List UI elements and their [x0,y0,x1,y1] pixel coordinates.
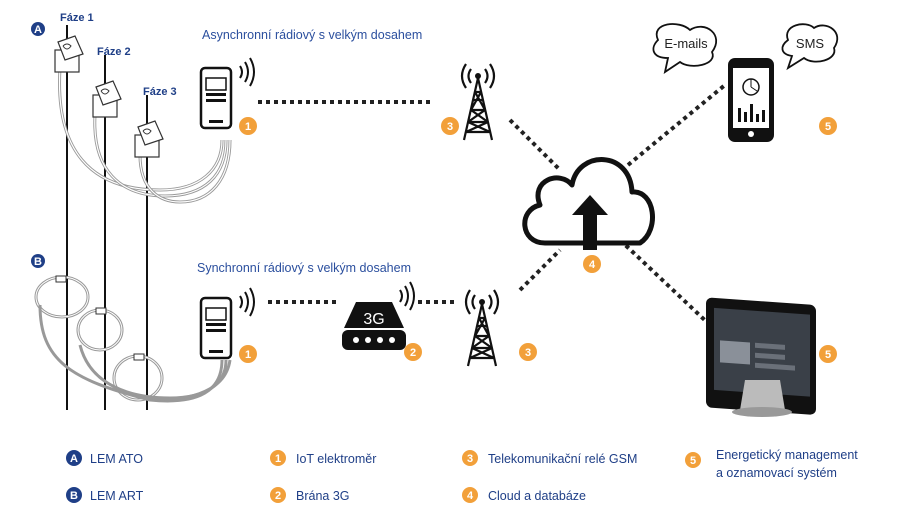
badge-a-top [31,22,45,36]
legend-badge-a [66,450,82,466]
legend-badge-2 [270,487,286,503]
cloud-icon [522,157,655,250]
svg-text:A: A [70,453,78,465]
svg-text:2: 2 [275,490,281,502]
iot-meter-top [199,66,233,130]
lem-art-group: B [31,254,232,403]
badge-monitor [819,345,837,363]
legend-iot-meter: IoT elektroměr [296,452,376,466]
svg-text:1: 1 [245,349,251,361]
legend-energy-mgmt-line1: Energetický management [716,448,858,462]
sms-bubble: SMS [781,23,839,71]
gsm-tower-bottom-icon [464,288,500,368]
clamp-phase-2 [92,80,122,118]
legend-lem-ato: LEM ATO [90,452,143,466]
gateway-3g-label: 3G [363,311,384,328]
async-title: Asynchronní rádiový s velkým dosahem [202,28,422,42]
svg-text:1: 1 [245,121,251,133]
svg-text:5: 5 [690,455,696,467]
badge-cloud [583,255,601,273]
legend-gateway: Brána 3G [296,489,350,503]
legend-badge-1 [270,450,286,466]
svg-text:1: 1 [275,453,281,465]
gsm-tower-top-icon [460,62,496,142]
email-bubble-text: E-mails [664,36,708,51]
svg-text:B: B [70,490,78,502]
legend-energy-mgmt-line2: a oznamovací systém [716,466,837,480]
monitor-icon [706,297,816,417]
badge-b-top-text: B [34,256,42,268]
gateway-signal-icon [399,281,415,311]
svg-text:4: 4 [467,490,474,502]
legend-badge-3 [462,450,478,466]
legend: A LEM ATO B LEM ART 1 IoT elektroměr 2 B… [66,448,858,503]
svg-text:2: 2 [410,347,416,359]
legend-badge-b [66,487,82,503]
meter-bottom-signal-icon [239,287,255,317]
gateway-3g: 3G [342,302,406,350]
svg-text:5: 5 [825,121,831,133]
meter-top-signal-icon [239,57,255,87]
svg-text:3: 3 [447,121,453,133]
badge-gateway [404,343,422,361]
legend-badge-5 [685,452,701,468]
badge-tower-top [441,117,459,135]
sync-title: Synchronní rádiový s velkým dosahem [197,261,411,275]
legend-gsm-relay: Telekomunikační relé GSM [488,452,637,466]
phase-1-label: Fáze 1 [60,12,94,24]
network-links [258,83,727,327]
legend-cloud: Cloud a databáze [488,489,586,503]
phase-2-label: Fáze 2 [97,46,131,58]
badge-tower-bottom [519,343,537,361]
clamp-phase-3 [134,120,164,158]
svg-text:4: 4 [589,259,596,271]
legend-lem-art: LEM ART [90,489,144,503]
clamp-phase-1 [54,35,84,73]
iot-meter-bottom [199,296,233,360]
badge-meter-bottom [239,345,257,363]
sms-bubble-text: SMS [796,36,825,51]
legend-badge-4 [462,487,478,503]
smartphone-icon [728,58,774,142]
svg-text:5: 5 [825,349,831,361]
svg-text:3: 3 [525,347,531,359]
badge-a-top-text: A [34,24,42,36]
loop-cable-3 [149,359,232,401]
badge-b-top [31,254,45,268]
phase-3-label: Fáze 3 [143,86,177,98]
svg-text:3: 3 [467,453,473,465]
email-bubble: E-mails [652,23,718,74]
badge-meter-top [239,117,257,135]
badge-phone [819,117,837,135]
